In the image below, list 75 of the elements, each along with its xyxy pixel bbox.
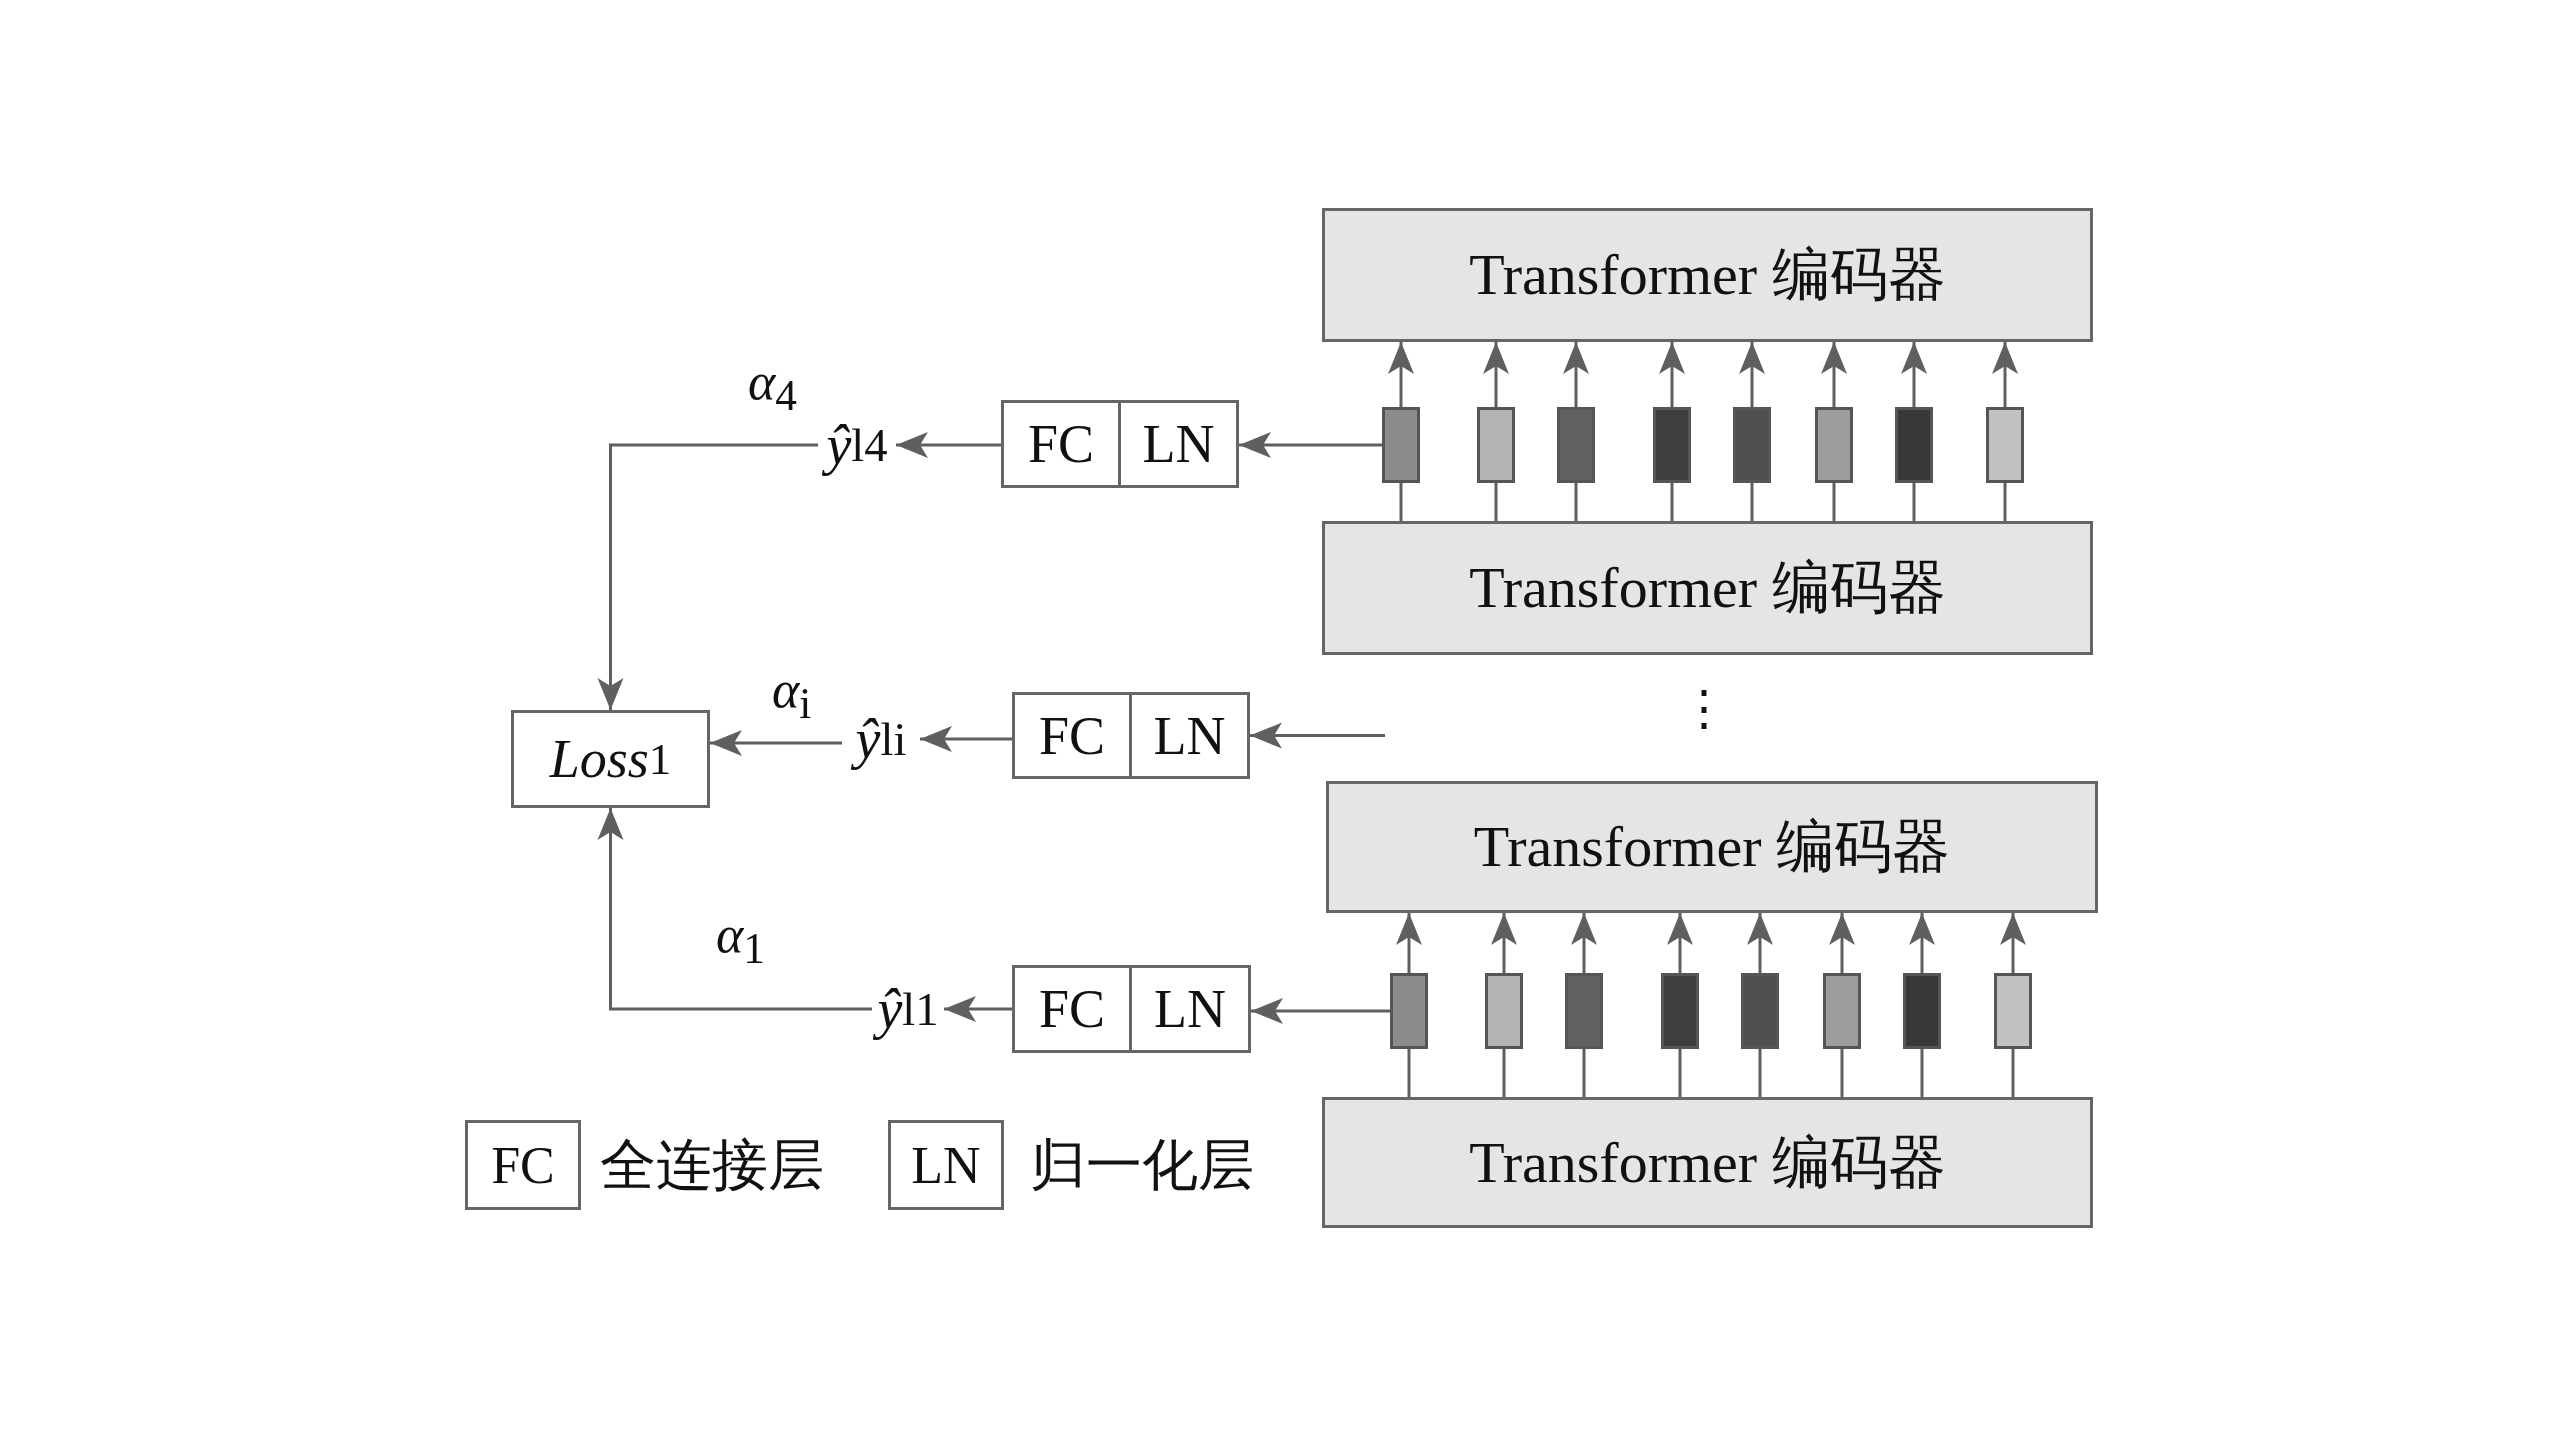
layer-box: FC xyxy=(1012,692,1132,779)
token-block xyxy=(1477,407,1515,483)
arrow xyxy=(1667,913,1693,973)
connector-line xyxy=(1678,1049,1682,1097)
connector-line xyxy=(1832,483,1836,521)
token-block xyxy=(1557,407,1595,483)
arrow xyxy=(1747,913,1773,973)
layer-box: LN xyxy=(1129,965,1251,1053)
token-block xyxy=(1565,973,1603,1049)
arrow xyxy=(1250,722,1385,749)
token-block xyxy=(1994,973,2032,1049)
layer-box: LN xyxy=(1118,400,1239,488)
legend-key: FC xyxy=(465,1120,581,1210)
arrow xyxy=(1483,342,1509,407)
dots-symbol: ⋮ xyxy=(1680,681,1728,736)
arrow xyxy=(1821,342,1847,407)
connector-line xyxy=(1670,483,1674,521)
arrow xyxy=(1491,913,1517,973)
arrow xyxy=(1571,913,1597,973)
connector-line xyxy=(1494,483,1498,521)
token-block xyxy=(1986,407,2024,483)
connector-line xyxy=(1758,1049,1762,1097)
connector-line xyxy=(2011,1049,2015,1097)
token-block xyxy=(1390,973,1428,1049)
arrow xyxy=(597,808,872,1011)
arrow xyxy=(1388,342,1414,407)
arrow xyxy=(1396,913,1422,973)
token-block xyxy=(1485,973,1523,1049)
token-block xyxy=(1653,407,1691,483)
token-block xyxy=(1903,973,1941,1049)
legend-key: LN xyxy=(888,1120,1004,1210)
connector-line xyxy=(1399,483,1403,521)
arrow xyxy=(920,726,1012,752)
edge-label: α$_{i}$ xyxy=(772,660,812,729)
token-block xyxy=(1823,973,1861,1049)
arrow xyxy=(597,443,818,710)
connector-line xyxy=(1750,483,1754,521)
legend-text: 归一化层 xyxy=(1030,1133,1254,1198)
encoder-block: Transformer 编码器 xyxy=(1326,781,2098,913)
token-block xyxy=(1895,407,1933,483)
connector-line xyxy=(1920,1049,1924,1097)
arrow xyxy=(1829,913,1855,973)
connector-line xyxy=(1582,1049,1586,1097)
arrow xyxy=(1659,342,1685,407)
connector-line xyxy=(2003,483,2007,521)
token-block xyxy=(1733,407,1771,483)
token-block xyxy=(1815,407,1853,483)
token-block xyxy=(1661,973,1699,1049)
layer-box: FC xyxy=(1001,400,1121,488)
encoder-block: Transformer 编码器 xyxy=(1322,208,2093,342)
connector-line xyxy=(1912,483,1916,521)
arrow xyxy=(2000,913,2026,973)
arrow xyxy=(1992,342,2018,407)
arrow xyxy=(710,730,842,756)
arrow xyxy=(1251,998,1390,1024)
arrow xyxy=(1563,342,1589,407)
layer-box: LN xyxy=(1129,692,1250,779)
edge-label: α$_{4}$ xyxy=(748,352,797,421)
arrow xyxy=(1901,342,1927,407)
connector-line xyxy=(1574,483,1578,521)
connector-line xyxy=(1502,1049,1506,1097)
legend-text: 全连接层 xyxy=(600,1133,824,1198)
token-block xyxy=(1382,407,1420,483)
arrow xyxy=(1739,342,1765,407)
arrow xyxy=(1909,913,1935,973)
arrow xyxy=(896,432,1001,458)
connector-line xyxy=(1840,1049,1844,1097)
encoder-block: Transformer 编码器 xyxy=(1322,1097,2093,1228)
arrow xyxy=(944,996,1012,1022)
connector-line xyxy=(1407,1049,1411,1097)
token-block xyxy=(1741,973,1779,1049)
layer-box: FC xyxy=(1012,965,1132,1053)
arrow xyxy=(1239,432,1382,458)
encoder-block: Transformer 编码器 xyxy=(1322,521,2093,655)
edge-label: α$_{1}$ xyxy=(716,905,765,974)
